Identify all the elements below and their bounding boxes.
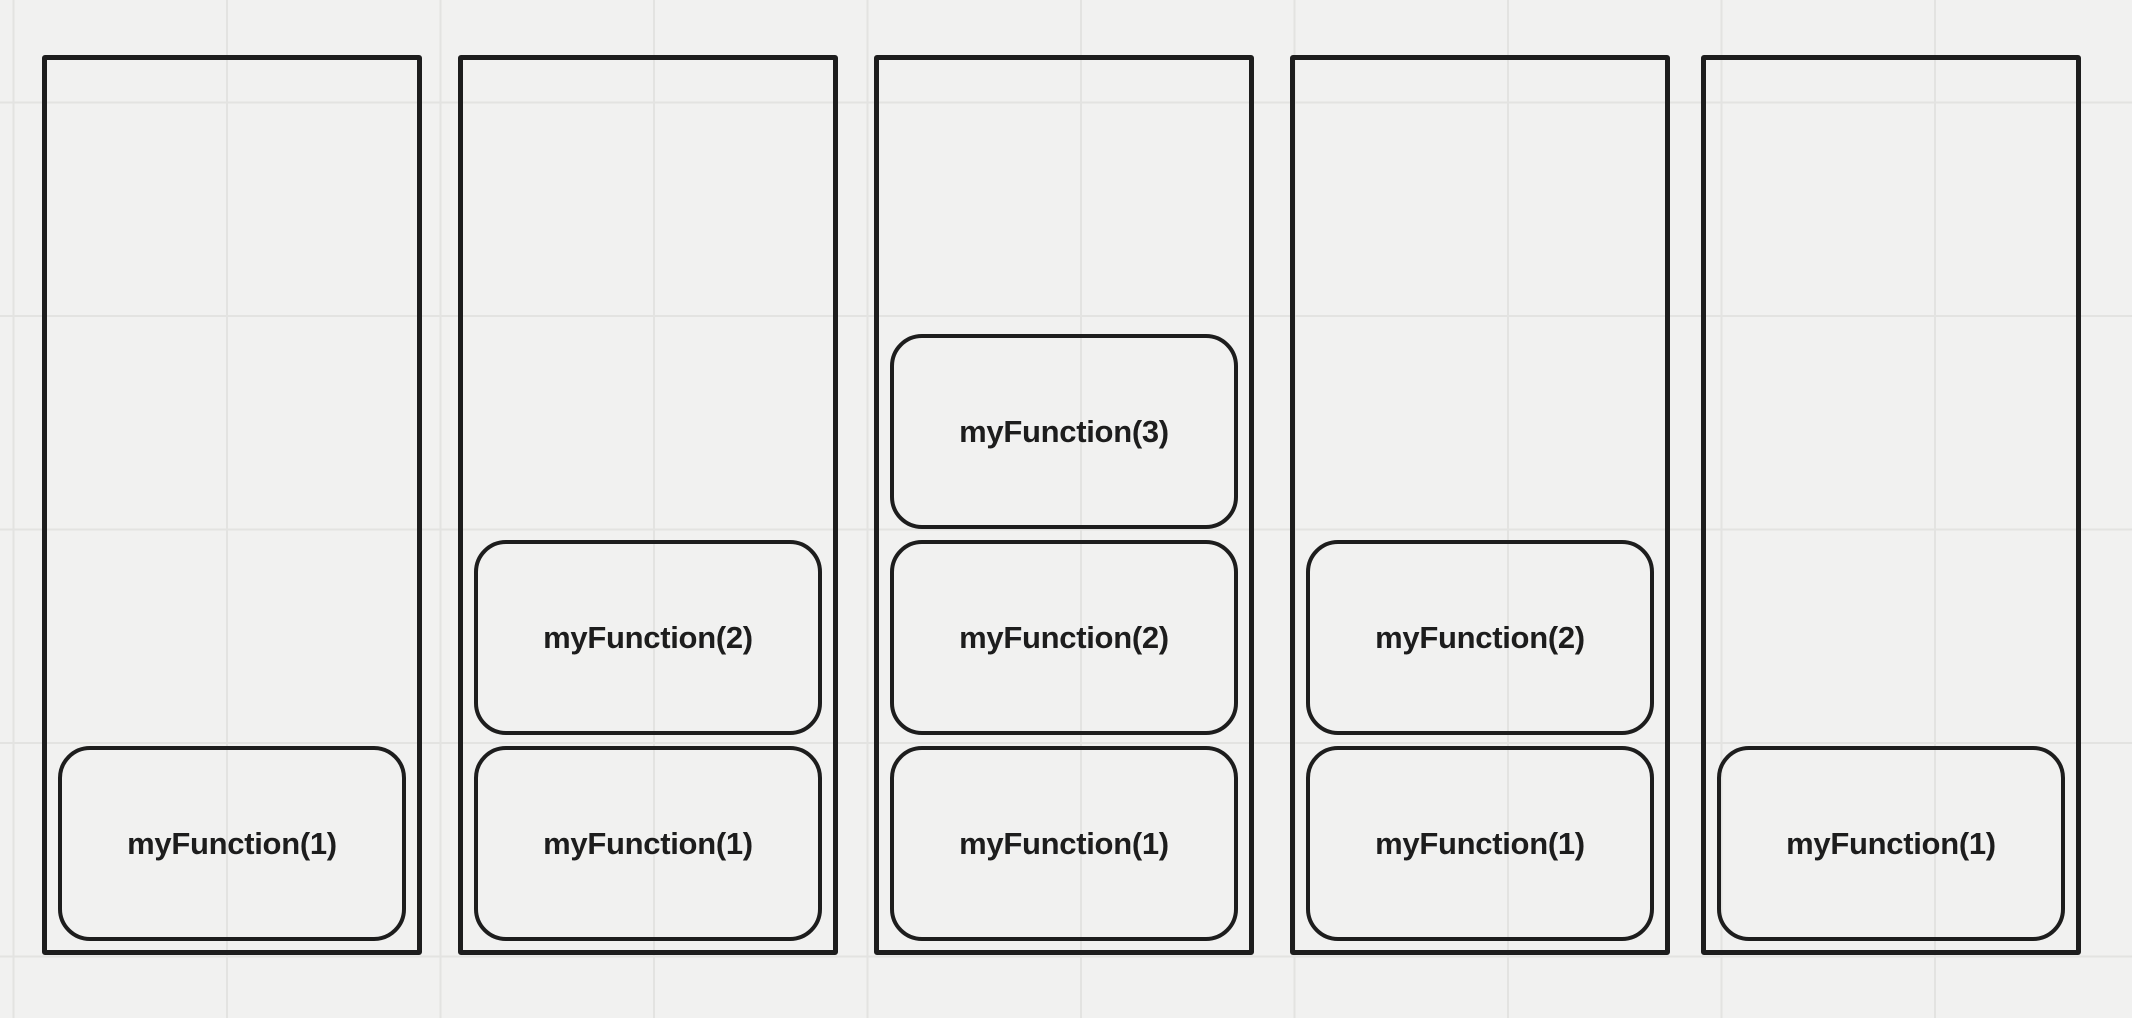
stack-frame-label: myFunction(2) — [959, 619, 1169, 655]
stack-frame[interactable]: myFunction(3) — [890, 334, 1238, 529]
stack-frame-label: myFunction(2) — [543, 619, 753, 655]
stack-frame[interactable]: myFunction(1) — [474, 746, 822, 941]
stack-container-2[interactable]: myFunction(2) myFunction(1) — [458, 55, 838, 955]
stack-container-4[interactable]: myFunction(2) myFunction(1) — [1290, 55, 1670, 955]
stack-container-1[interactable]: myFunction(1) — [42, 55, 422, 955]
stack-frame[interactable]: myFunction(1) — [890, 746, 1238, 941]
stack-frame[interactable]: myFunction(1) — [1306, 746, 1654, 941]
stack-frame-label: myFunction(1) — [959, 825, 1169, 861]
stack-frame-label: myFunction(1) — [127, 825, 337, 861]
stack-frame-label: myFunction(1) — [543, 825, 753, 861]
stack-frame-label: myFunction(1) — [1375, 825, 1585, 861]
stack-frame[interactable]: myFunction(2) — [474, 540, 822, 735]
stack-frame[interactable]: myFunction(1) — [1717, 746, 2065, 941]
stack-frame[interactable]: myFunction(2) — [890, 540, 1238, 735]
stack-frame[interactable]: myFunction(2) — [1306, 540, 1654, 735]
stack-frame-label: myFunction(3) — [959, 413, 1169, 449]
stack-frame-label: myFunction(1) — [1786, 825, 1996, 861]
stack-frame[interactable]: myFunction(1) — [58, 746, 406, 941]
stack-container-3[interactable]: myFunction(3) myFunction(2) myFunction(1… — [874, 55, 1254, 955]
stack-container-5[interactable]: myFunction(1) — [1701, 55, 2081, 955]
stack-frame-label: myFunction(2) — [1375, 619, 1585, 655]
